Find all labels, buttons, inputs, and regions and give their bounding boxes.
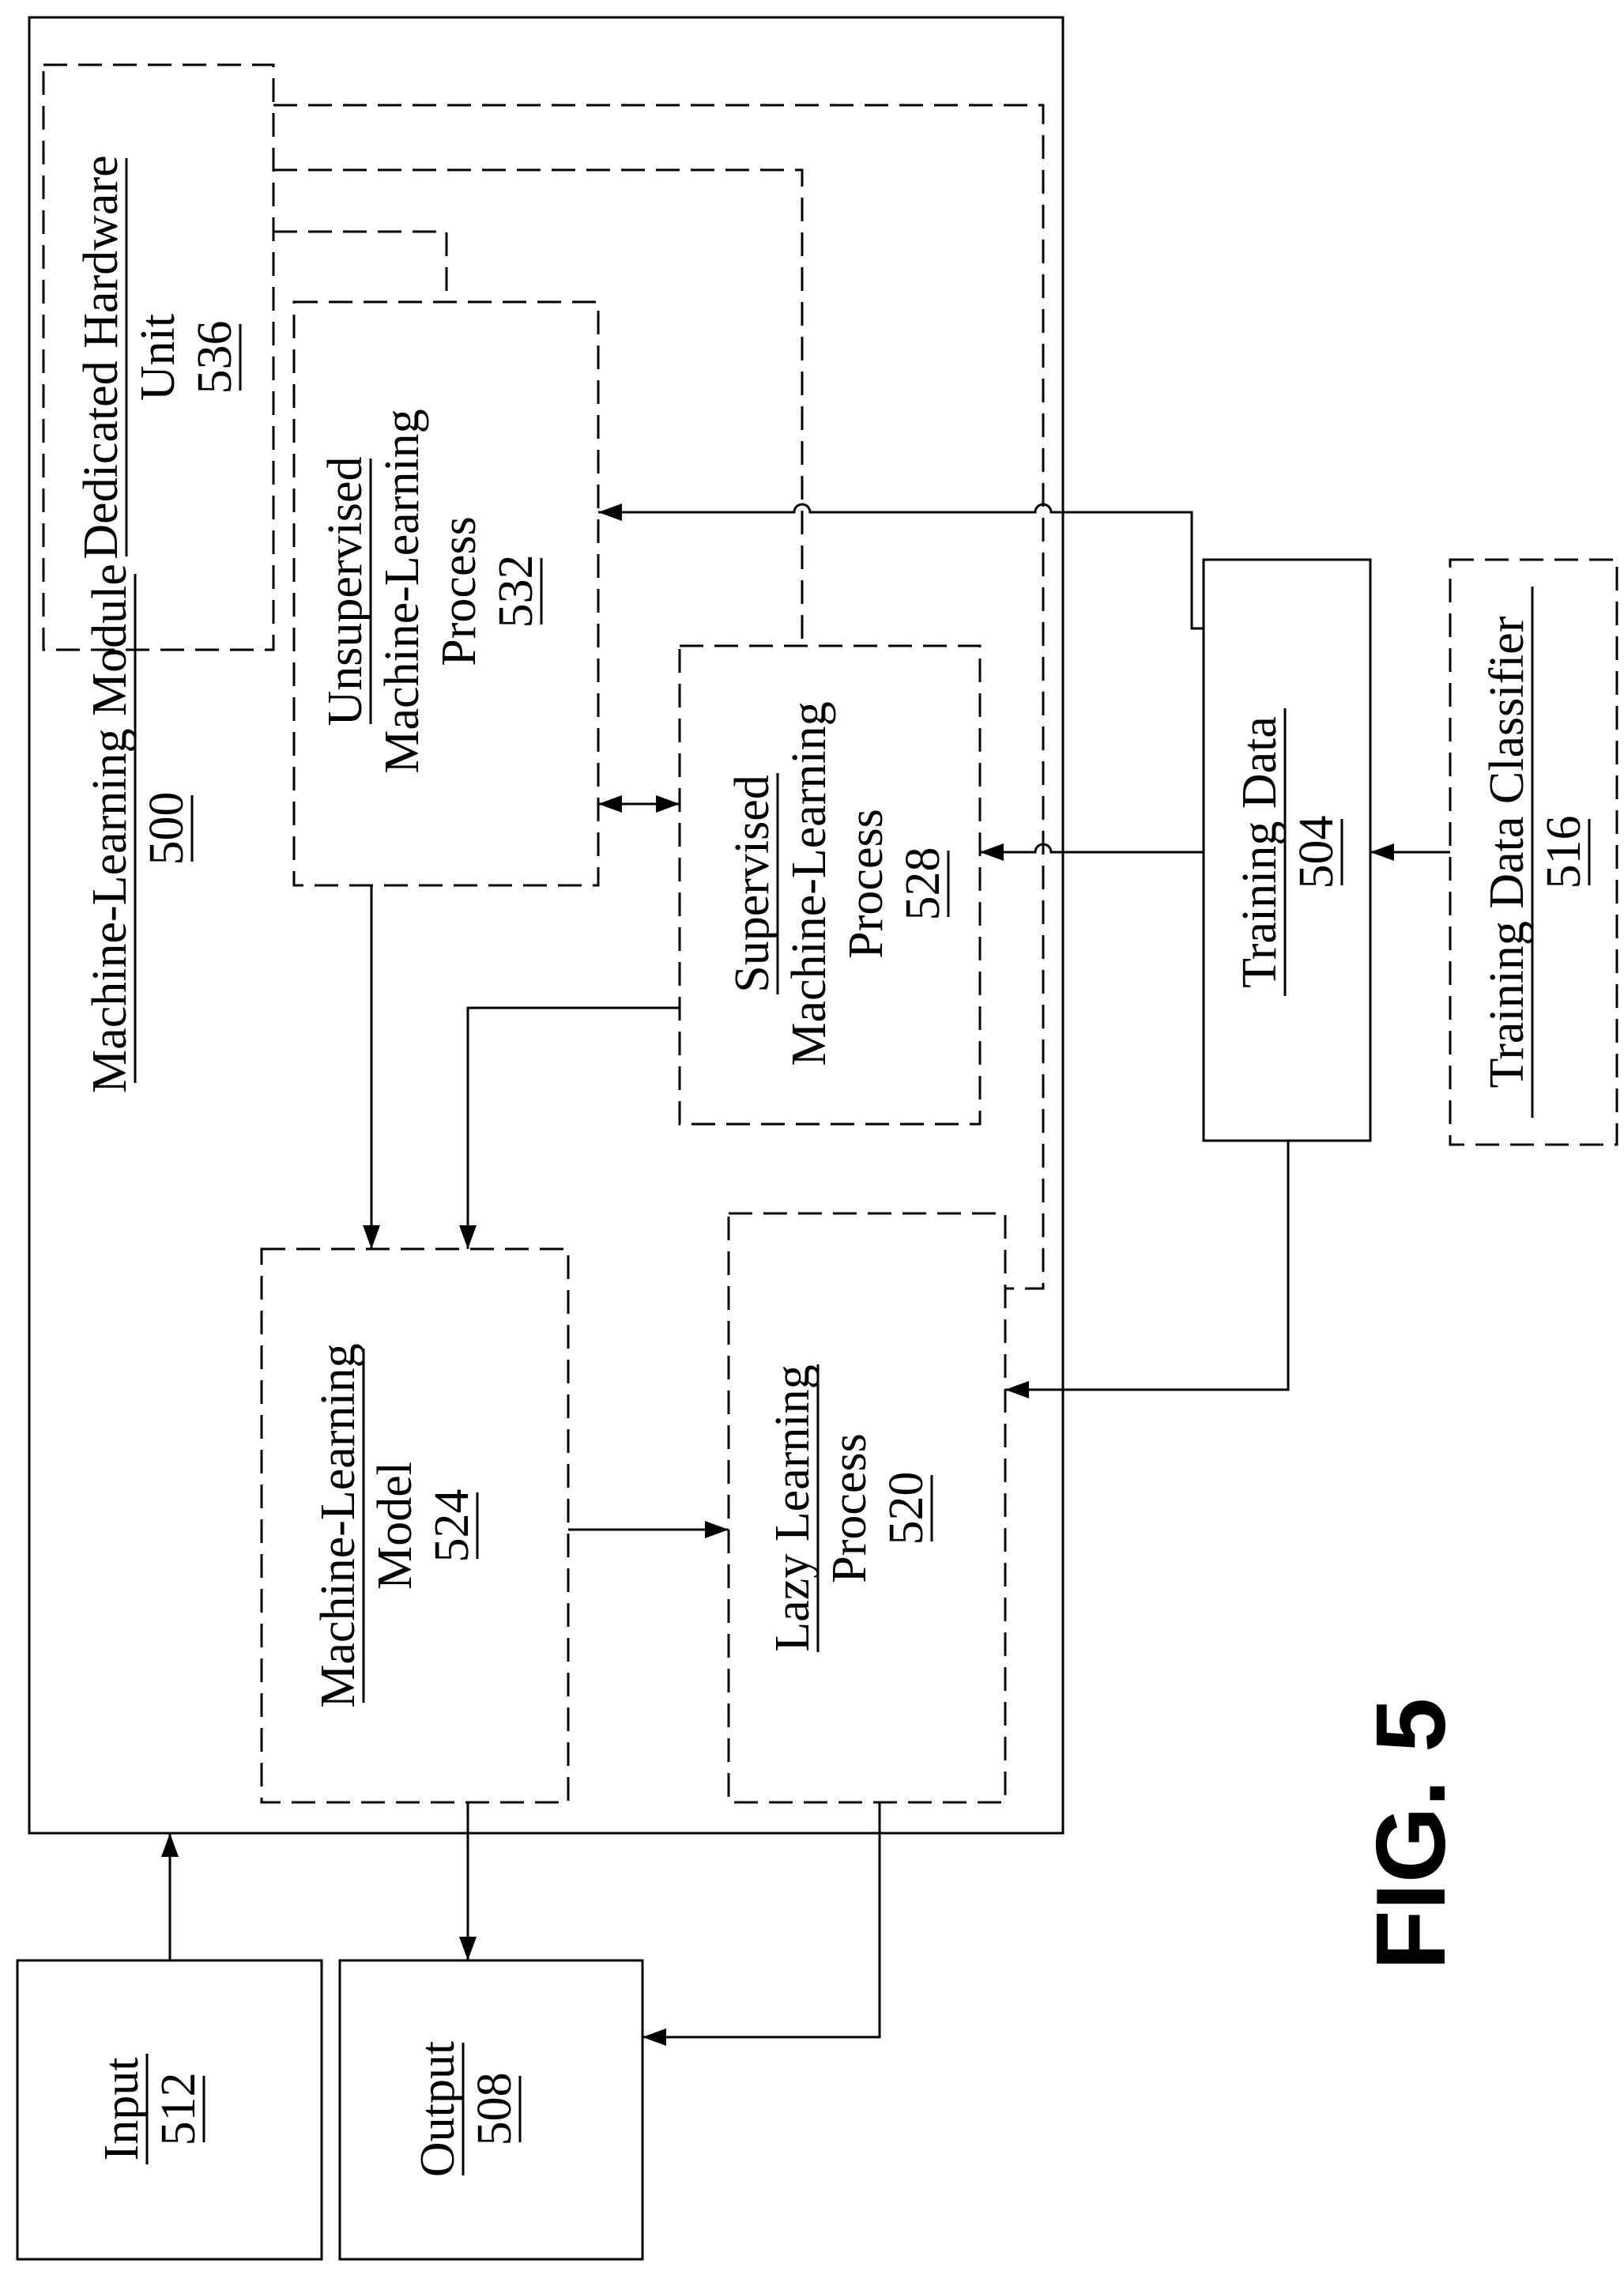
dedicated-hardware-title-line: Unit xyxy=(131,314,185,401)
supervised-label: SupervisedMachine-LearningProcess528 xyxy=(725,701,950,1066)
dedicated-hardware-number: 536 xyxy=(188,321,242,394)
unsupervised-label: UnsupervisedMachine-LearningProcess532 xyxy=(318,409,543,773)
arrow-training-to-unsupervised xyxy=(598,504,1204,628)
training-data-title-line: Training Data xyxy=(1233,716,1287,988)
lazy-learning-title-line: Process xyxy=(823,1433,876,1583)
training-data-classifier-label: Training Data Classifier516 xyxy=(1480,587,1591,1118)
training-data-classifier-title-line: Training Data Classifier xyxy=(1480,616,1534,1088)
training-data-box xyxy=(1204,560,1370,1141)
input-number: 512 xyxy=(152,2073,205,2146)
arrow-training-to-supervised xyxy=(980,844,1204,852)
supervised-number: 528 xyxy=(896,847,950,921)
unsupervised-title-line: Process xyxy=(432,516,486,666)
training-data-label: Training Data504 xyxy=(1233,708,1343,996)
lazy-learning-number: 520 xyxy=(880,1472,933,1545)
hw-link-unsupervised xyxy=(273,232,447,302)
training-data-number: 504 xyxy=(1290,816,1343,889)
machine-learning-module-number: 500 xyxy=(140,792,194,866)
figure-label: FIG. 5 xyxy=(1357,1698,1466,1971)
output-number: 508 xyxy=(468,2073,522,2146)
lazy-learning-title-line: Lazy Learning xyxy=(766,1364,820,1651)
arrow-training-to-lazy xyxy=(1005,1141,1288,1390)
arrow-supervised-to-model xyxy=(468,1008,680,1249)
machine-learning-module-label: Machine-Learning Module500 xyxy=(83,564,194,1093)
machine-learning-module-title-line: Machine-Learning Module xyxy=(83,564,137,1093)
ml-model-title-line: Machine-Learning xyxy=(311,1343,365,1707)
unsupervised-number: 532 xyxy=(489,555,543,628)
dedicated-hardware-label: Dedicated HardwareUnit536 xyxy=(74,155,242,559)
input-label: Input512 xyxy=(95,2054,205,2164)
output-label: Output508 xyxy=(411,2041,522,2177)
lazy-learning-label: Lazy LearningProcess520 xyxy=(766,1364,933,1652)
ml-model-number: 524 xyxy=(425,1489,479,1563)
dedicated-hardware-title-line: Dedicated Hardware xyxy=(74,155,128,559)
unsupervised-title-line: Machine-Learning xyxy=(375,409,429,773)
supervised-title-line: Machine-Learning xyxy=(782,701,836,1066)
supervised-title-line: Process xyxy=(839,809,893,958)
machine-learning-module-box xyxy=(29,17,1063,1833)
unsupervised-title-line: Unsupervised xyxy=(318,457,372,726)
ml-model-title-line: Model xyxy=(368,1462,422,1590)
output-title-line: Output xyxy=(411,2041,465,2177)
supervised-title-line: Supervised xyxy=(725,775,779,993)
training-data-classifier-number: 516 xyxy=(1537,816,1591,889)
ml-model-label: Machine-LearningModel524 xyxy=(311,1343,479,1707)
input-title-line: Input xyxy=(95,2058,149,2161)
arrow-lazy-to-output xyxy=(642,1802,880,2037)
